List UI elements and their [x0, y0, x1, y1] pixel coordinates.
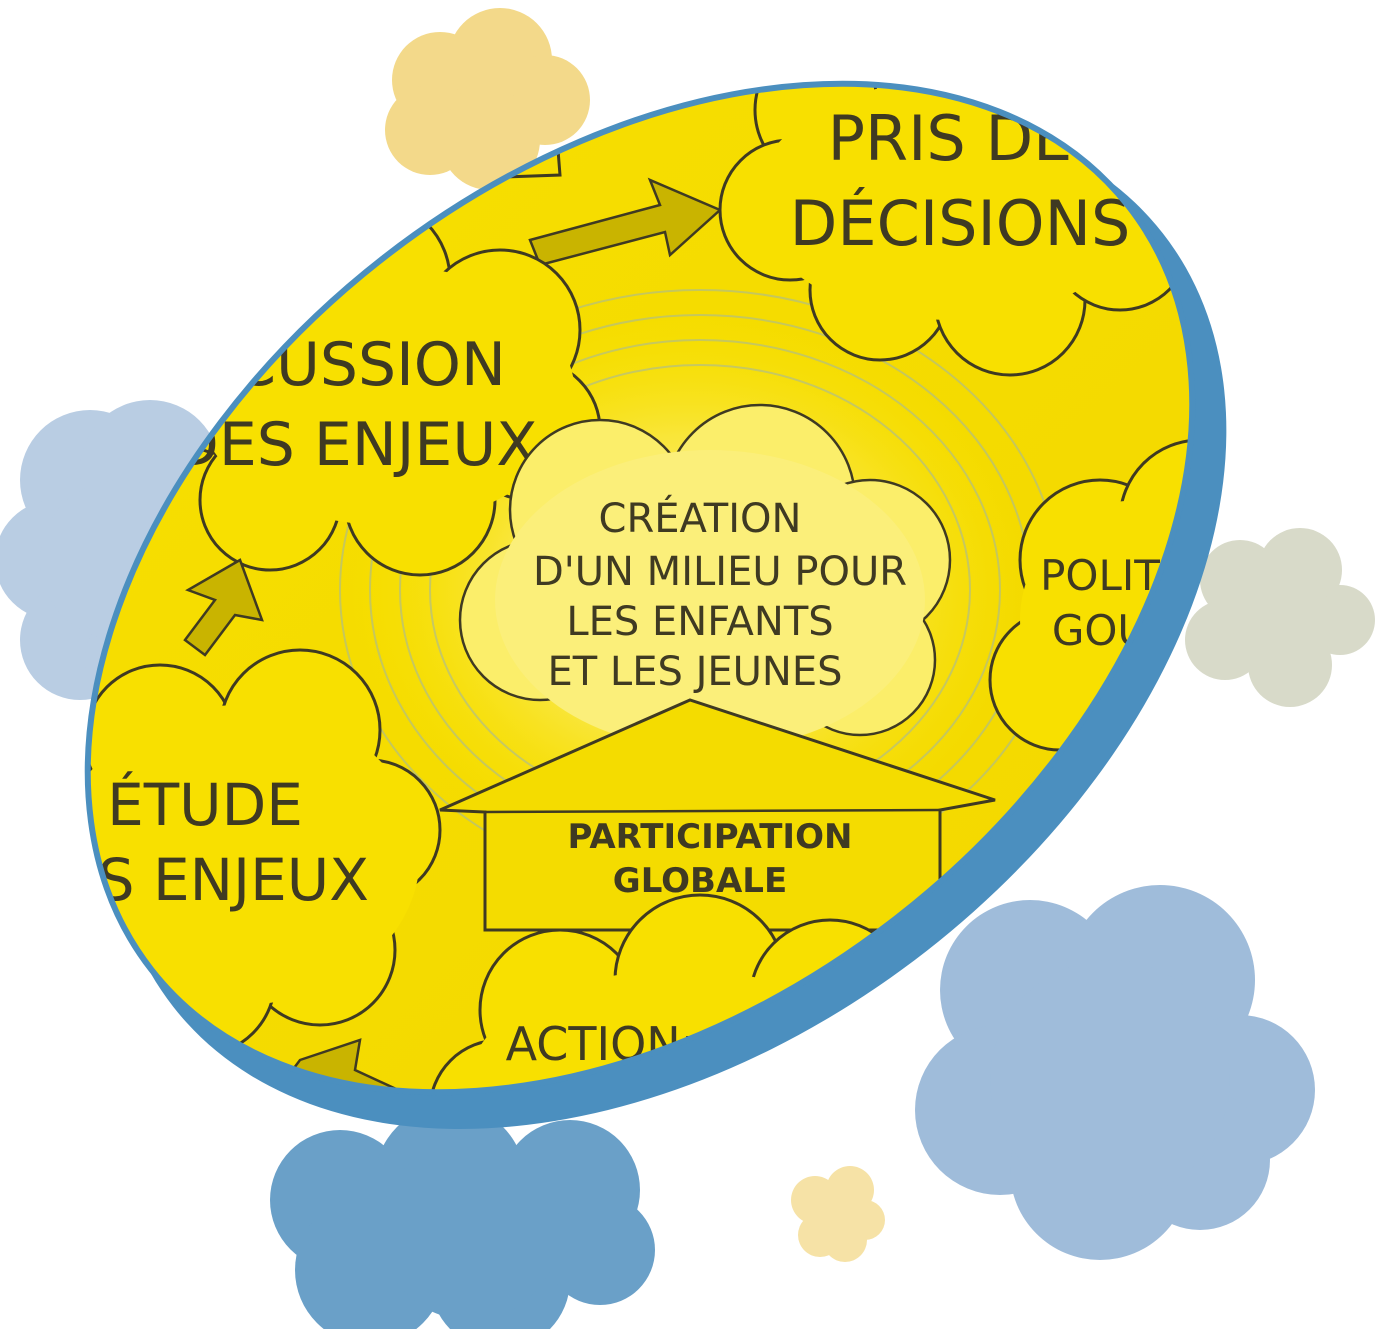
center-label-4: ET LES JEUNES [547, 649, 842, 695]
decisions-label-1: PRIS DE [828, 102, 1073, 175]
center-label-1: CRÉATION [599, 494, 802, 542]
participation-label-1: PARTICIPATION [568, 817, 853, 857]
politics-label-1: POLIT [1040, 551, 1160, 600]
cloud-tan-small [791, 1166, 885, 1262]
etude-label-2: ES ENJEUX [61, 846, 369, 914]
oval-outline [84, 80, 1196, 1096]
decisions-label-2: DÉCISIONS [790, 187, 1131, 260]
discussion-label-2: DES ENJEUX [173, 410, 538, 480]
cloud-tan-top [385, 8, 590, 190]
node-etude: ÉTUDE ES ENJEUX [33, 648, 442, 1057]
arrow-icon [528, 177, 723, 267]
house-icon [439, 698, 996, 932]
background-clouds [0, 8, 1375, 1329]
node-participation: PARTICIPATION GLOBALE [439, 698, 996, 932]
node-center: CRÉATION D'UN MILIEU POUR LES ENFANTS ET… [458, 403, 952, 750]
cloud-blue-bottom-right [915, 885, 1315, 1260]
center-label-2: D'UN MILIEU POUR [533, 549, 907, 595]
cloud-blue-bottom [270, 1105, 655, 1329]
cloud-gray-right [1185, 528, 1375, 707]
discussion-label-1: CUSSION [234, 330, 506, 400]
arrow-icon [183, 558, 264, 657]
center-label-3: LES ENFANTS [566, 599, 833, 645]
etude-label-1: ÉTUDE [107, 770, 303, 839]
node-discussion: CUSSION DES ENJEUX [153, 198, 602, 577]
